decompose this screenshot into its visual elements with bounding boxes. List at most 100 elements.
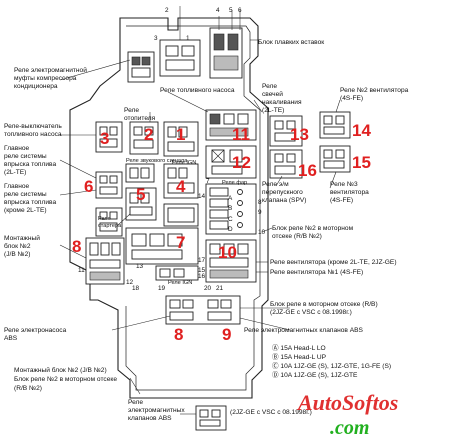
callout-A: A — [228, 195, 233, 202]
callout-19: 19 — [158, 285, 166, 292]
label-brake-relay: Реле фар — [222, 180, 247, 186]
label-relay-block-2-2: отсеке (R/B №2) — [272, 233, 322, 240]
marker-3: 3 — [100, 129, 109, 148]
callout-7: 7 — [206, 178, 210, 185]
callout-5: 5 — [229, 7, 233, 14]
label-main-efi-2lte-2: реле системы — [4, 153, 47, 160]
callout-21: 21 — [216, 285, 224, 292]
relay-15 — [319, 145, 351, 173]
marker-8b: 8 — [174, 325, 183, 344]
label-fan3-relay-2: вентилятора — [330, 189, 369, 196]
fuse-block-top — [209, 10, 243, 79]
label-compressor-relay-2: муфты компрессора — [14, 75, 77, 82]
relay-16 — [269, 149, 303, 179]
callout-12: 12 — [126, 279, 134, 286]
legend-c: Ⓒ 10A 1JZ-GE (S), 1JZ-GTE, 1G-FE (S) — [272, 362, 391, 370]
label-starter-relay-1: Реле — [98, 216, 111, 222]
label-glow-relay-1: Реле — [262, 83, 277, 90]
label-spv-relay-3: клапана (SPV) — [262, 197, 306, 204]
label-abs-valve-relay: Реле электромагнитных клапанов ABS — [244, 327, 364, 334]
watermark-domain: .com — [330, 417, 369, 439]
label-pump-switch-relay-1: Реле-выключатель — [4, 123, 62, 130]
relay-12 — [205, 145, 257, 179]
watermark: AutoSoftos .com — [296, 390, 398, 439]
marker-5: 5 — [136, 185, 145, 204]
label-jb2-bottom-2: Блок реле №2 в моторном отсеке — [14, 376, 117, 383]
label-abs-bottom-2: электромагнитных — [128, 407, 185, 414]
marker-7: 7 — [176, 233, 185, 252]
marker-1: 1 — [176, 125, 185, 144]
relay-4 — [163, 203, 199, 227]
legend-b: Ⓑ 15A Head-L UP — [272, 353, 327, 361]
label-relay-block-2-1: Блок реле №2 в моторном — [272, 225, 354, 232]
callout-10: 10 — [258, 229, 266, 236]
label-fan2-relay-2: (4S-FE) — [340, 95, 363, 102]
label-main-efi-other-3: впрыска топлива — [4, 199, 56, 206]
label-jb2-2: блок №2 — [4, 242, 31, 250]
callout-B: B — [228, 205, 232, 212]
label-ign-relay: Реле IGN — [172, 160, 196, 166]
label-ign-bottom: Реле IGN — [168, 280, 192, 286]
label-fuel-pump-relay: Реле топливного насоса — [160, 87, 235, 94]
marker-12: 12 — [232, 153, 251, 172]
legend-a: Ⓐ 15A Head-L LO — [272, 344, 326, 352]
label-glow-relay-3: накаливания — [262, 99, 302, 106]
label-fan3-relay-3: (4S-FE) — [330, 197, 353, 204]
relay-13 — [269, 115, 303, 147]
relay-top-center — [159, 6, 201, 77]
callout-C: C — [228, 216, 233, 223]
callout-D: D — [228, 226, 233, 233]
relay-14 — [319, 111, 351, 139]
callout-6: 6 — [238, 7, 242, 14]
marker-9: 9 — [222, 325, 231, 344]
relay-11 — [205, 109, 257, 141]
callout-18: 18 — [132, 285, 140, 292]
callout-14: 14 — [198, 193, 206, 200]
label-compressor-relay-3: кондиционера — [14, 83, 58, 90]
label-abs-pump-relay-2: ABS — [4, 335, 18, 342]
relay-upper-left — [127, 51, 155, 83]
leader-lines — [59, 39, 341, 415]
relay-block-rb — [165, 295, 241, 325]
callout-4: 4 — [216, 7, 220, 14]
label-fan2-relay-1: Реле №2 вентилятора — [340, 87, 409, 94]
label-compressor-relay-1: Реле электромагнитной — [14, 66, 87, 74]
housing-inner-outline — [125, 25, 261, 391]
label-fan1-relay: Реле вентилятора №1 (4S-FE) — [270, 269, 363, 276]
label-relay-block-rb-2: (2JZ-GE с VSC с 08.1998г.) — [270, 309, 352, 316]
callout-3: 3 — [154, 35, 158, 42]
label-horn-relay: Реле звукового сигнала — [126, 158, 188, 164]
label-abs-bottom-1: Реле — [128, 399, 143, 406]
label-heater-relay-2: отопителя — [124, 115, 156, 122]
marker-2: 2 — [144, 125, 153, 144]
callout-20: 20 — [204, 285, 212, 292]
callout-2: 2 — [165, 7, 169, 14]
label-abs-bottom-3: клапанов ABS — [128, 415, 172, 422]
label-fan3-relay-1: Реле №3 — [330, 181, 358, 188]
relay-ign-top — [163, 163, 199, 199]
label-main-efi-2lte-1: Главное — [4, 145, 30, 152]
callout-17: 17 — [198, 257, 206, 264]
label-spv-relay-1: Реле э/м — [262, 181, 289, 188]
marker-13: 13 — [290, 125, 309, 144]
label-jb2-bottom-3: (R/B №2) — [14, 385, 42, 392]
legend-d: Ⓓ 10A 1JZ-GE (S), 1JZ-GTE — [272, 371, 358, 379]
relay-brake-block — [205, 183, 257, 235]
marker-14: 14 — [352, 121, 371, 140]
callout-16: 16 — [198, 273, 206, 280]
relay-jb2-block — [85, 237, 125, 285]
label-jb2-1: Монтажный — [4, 234, 40, 242]
label-jb2-3: (J/B №2) — [4, 251, 31, 258]
marker-11: 11 — [232, 125, 250, 144]
relay-7 — [125, 227, 199, 265]
label-fuse-block: Блок плавких вставок — [258, 39, 324, 46]
label-fan-relay-other: Реле вентилятора (кроме 2L-TE, 2JZ-GE) — [270, 259, 397, 266]
red-markers: 1 2 3 4 5 6 7 8 8 9 10 11 12 13 14 15 16 — [72, 121, 371, 344]
marker-10: 10 — [218, 243, 237, 262]
relay-ign-bottom — [155, 265, 199, 281]
label-abs-bottom-note: (2JZ-GE с VSC с 08.1998г.) — [230, 409, 312, 416]
label-main-efi-other-1: Главное — [4, 183, 30, 190]
relay-1 — [163, 121, 199, 157]
relay-heater — [129, 121, 159, 155]
